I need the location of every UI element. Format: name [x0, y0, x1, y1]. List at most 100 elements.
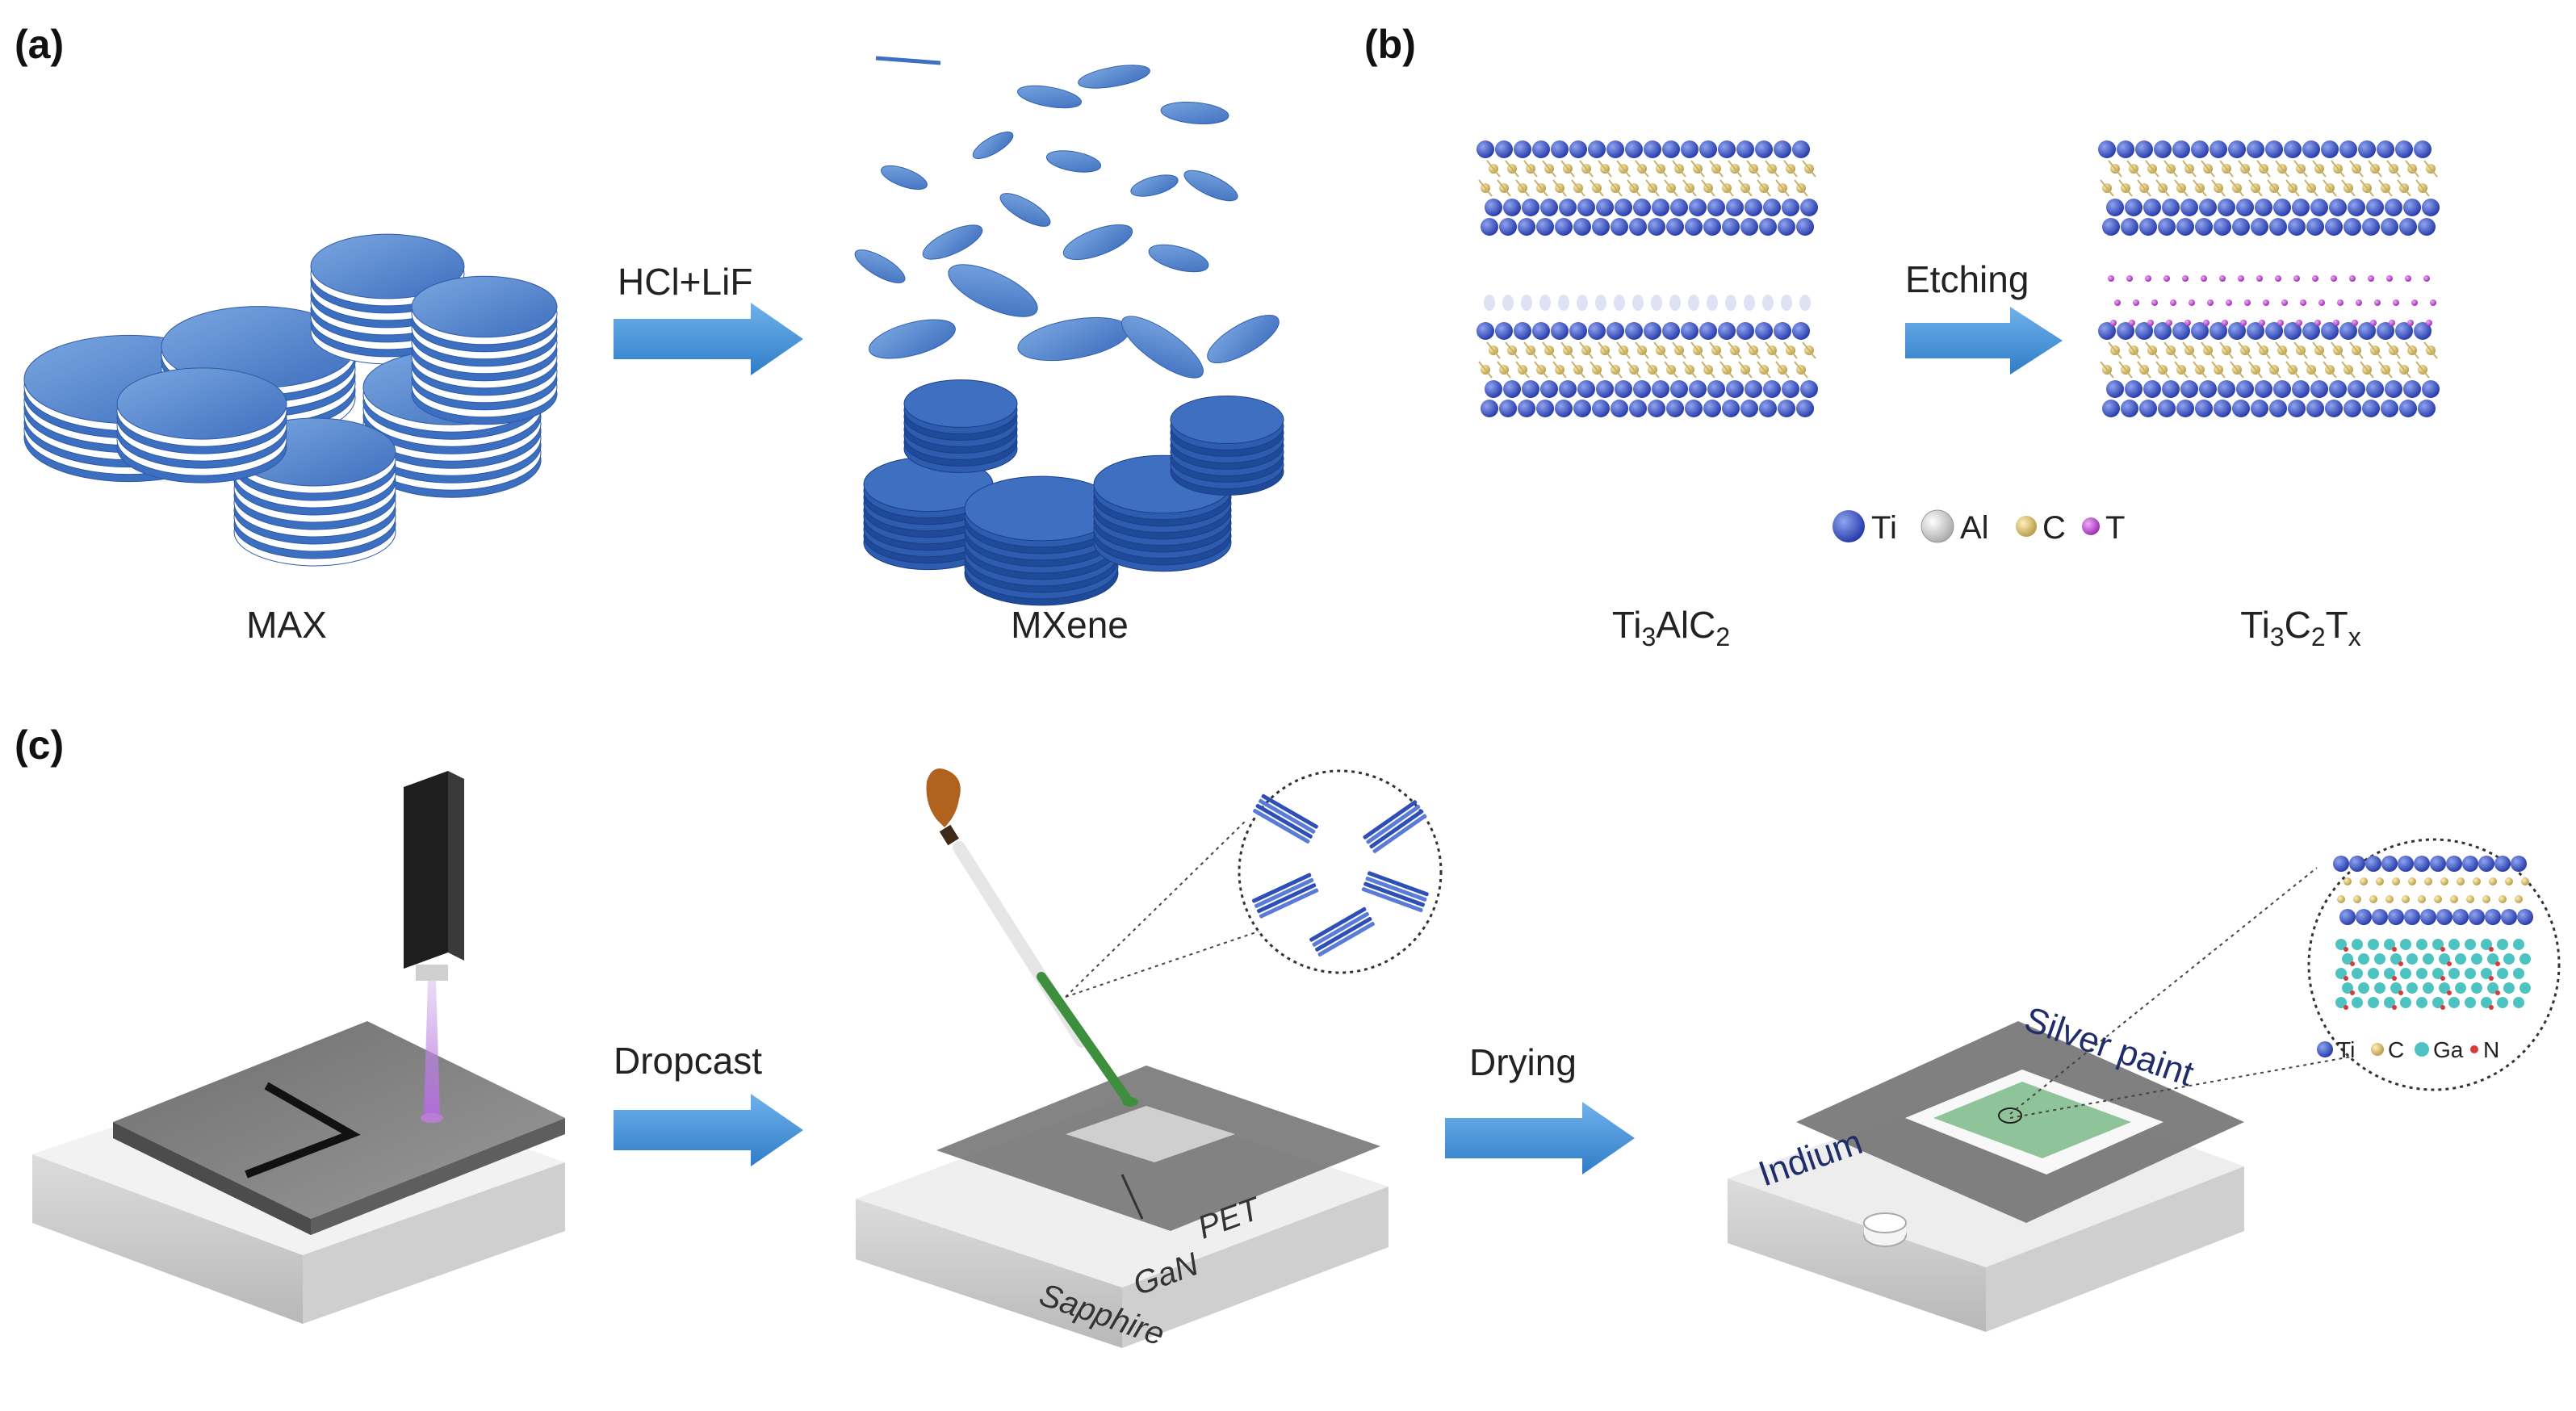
c-atom — [2418, 895, 2426, 903]
bond — [2415, 179, 2430, 197]
ti-atom — [1476, 322, 1494, 340]
ti-atom — [1755, 140, 1773, 158]
n-atom — [2344, 947, 2348, 952]
ti-atom — [2228, 140, 2246, 158]
ti-atom — [2255, 380, 2272, 398]
ti-atom — [1536, 400, 1554, 417]
bond — [2155, 361, 2170, 379]
al-atom — [1577, 295, 1588, 311]
ga-atom — [2455, 953, 2466, 965]
al-atom — [1632, 295, 1644, 311]
bond — [2230, 361, 2244, 379]
al-atom — [1539, 295, 1551, 311]
n-atom — [2344, 976, 2348, 981]
flying-flake — [1207, 315, 1280, 363]
bond — [1664, 361, 1678, 379]
bond — [2275, 160, 2289, 178]
ti-atom — [2292, 380, 2310, 398]
bond — [1746, 341, 1761, 359]
zoom-line-bottom — [1065, 919, 1292, 998]
ti-atom — [2284, 140, 2302, 158]
ti-atom — [2399, 218, 2417, 236]
ti-atom — [1532, 140, 1550, 158]
ti-atom — [2255, 199, 2272, 216]
bond — [1738, 361, 1753, 379]
bond — [2331, 341, 2345, 359]
ga-atom — [2455, 982, 2466, 994]
ti-atom — [2403, 380, 2421, 398]
ti-atom — [2228, 322, 2246, 340]
t-atom — [2333, 320, 2339, 326]
bond — [2108, 341, 2122, 359]
ga-atom — [2406, 953, 2418, 965]
bond — [1627, 179, 1641, 197]
bond — [1542, 160, 1556, 178]
ti-atom — [2430, 856, 2446, 872]
n-atom — [2489, 1005, 2494, 1010]
n-atom — [2392, 976, 2397, 981]
ti-atom — [1625, 140, 1643, 158]
t-atom — [2222, 320, 2228, 326]
ga-atom — [2448, 997, 2460, 1008]
ti-atom — [2414, 856, 2430, 872]
ga-atom — [2400, 939, 2411, 950]
ti-atom — [2121, 400, 2138, 417]
ga-atom — [2497, 997, 2508, 1008]
ga-atom — [2471, 982, 2482, 994]
ti-atom — [2180, 199, 2198, 216]
bond — [2267, 361, 2281, 379]
arrow-shape — [1905, 307, 2063, 375]
ti-atom — [1559, 380, 1577, 398]
ti-atom — [1782, 380, 1799, 398]
caption-mxene: MXene — [1011, 604, 1129, 646]
ti-atom — [2385, 199, 2402, 216]
inset-flake-layer — [1369, 809, 1424, 849]
n-atom — [2398, 990, 2403, 995]
ga-atom — [2503, 953, 2515, 965]
inset-flake-layer — [1315, 916, 1372, 952]
ti-atom — [1633, 380, 1651, 398]
ti-atom — [1745, 380, 1762, 398]
inset-flake-layer — [1372, 814, 1427, 853]
ga-atom — [2448, 939, 2460, 950]
ti-atom — [1736, 322, 1754, 340]
al-atom — [1744, 295, 1755, 311]
ti-atom — [2418, 400, 2436, 417]
ti-atom — [2199, 199, 2217, 216]
bond — [1486, 341, 1501, 359]
ti-atom — [1685, 400, 1703, 417]
bond — [2145, 160, 2159, 178]
flying-flake — [1078, 65, 1150, 89]
bond — [1709, 160, 1724, 178]
zoom-line-top — [2009, 867, 2318, 1115]
ti-atom — [1718, 322, 1736, 340]
ga-atom — [2374, 982, 2385, 994]
ti-atom — [1670, 199, 1688, 216]
ti-atom — [2478, 856, 2494, 872]
ti-atom — [2403, 199, 2421, 216]
ga-atom — [2432, 997, 2444, 1008]
ti-atom — [2158, 400, 2176, 417]
t-atom — [2166, 320, 2172, 326]
laser-spot — [421, 1113, 443, 1123]
t-atom — [2163, 275, 2170, 282]
ti-atom — [2377, 322, 2394, 340]
c-atom — [2392, 877, 2400, 886]
t-atom — [2170, 299, 2176, 306]
n-atom — [2447, 990, 2452, 995]
sapphire-base-left — [32, 1154, 303, 1324]
c-atom-icon — [2371, 1043, 2384, 1056]
n-atom — [2447, 961, 2452, 966]
inset-flake-layer — [1366, 805, 1421, 844]
ga-atom — [2448, 968, 2460, 979]
ti-atom — [1800, 380, 1818, 398]
ti3alc2-crystal — [1476, 140, 1818, 417]
caption-ti3c2tx: Ti3C2Tx — [2240, 604, 2361, 651]
bond — [1783, 341, 1798, 359]
bond — [1560, 160, 1575, 178]
ti-atom — [2306, 400, 2324, 417]
ti-atom — [1569, 322, 1587, 340]
bond — [2155, 179, 2170, 197]
ti-atom — [2125, 199, 2142, 216]
bond — [1757, 179, 1771, 197]
